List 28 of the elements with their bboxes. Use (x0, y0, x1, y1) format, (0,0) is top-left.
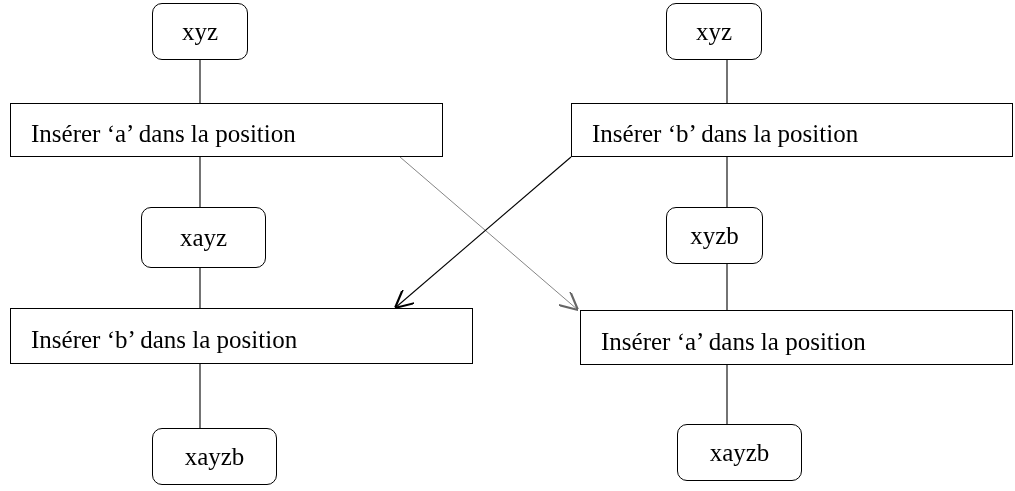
connector-line (726, 156, 728, 208)
connector-line (199, 267, 201, 309)
process-box (571, 103, 1013, 157)
process-box (580, 310, 1013, 365)
node-text: xyzb (690, 221, 739, 250)
node-text: xayz (179, 223, 228, 252)
node-text: xayzb (709, 438, 770, 467)
connector-line (199, 363, 201, 429)
process-box (10, 103, 443, 157)
node-text: Insérer ‘b’ dans la position (592, 120, 859, 148)
state-box (666, 207, 763, 264)
connector-line (726, 364, 728, 425)
state-box (141, 207, 266, 268)
node-text: Insérer ‘a’ dans la position (601, 327, 866, 356)
process-box (10, 308, 473, 364)
node-text: Insérer ‘a’ dans la position (31, 120, 296, 148)
state-box (152, 428, 277, 485)
state-box (666, 3, 762, 60)
node-text: xyz (181, 17, 219, 46)
connector-line (726, 263, 728, 311)
node-text: xayzb (184, 442, 245, 471)
node-text: xyz (695, 17, 733, 46)
connector-line (199, 156, 201, 208)
connector-line (726, 59, 728, 104)
state-box (152, 3, 248, 60)
state-box (677, 424, 802, 481)
node-text: Insérer ‘b’ dans la position (31, 326, 298, 354)
connector-line (199, 59, 201, 104)
